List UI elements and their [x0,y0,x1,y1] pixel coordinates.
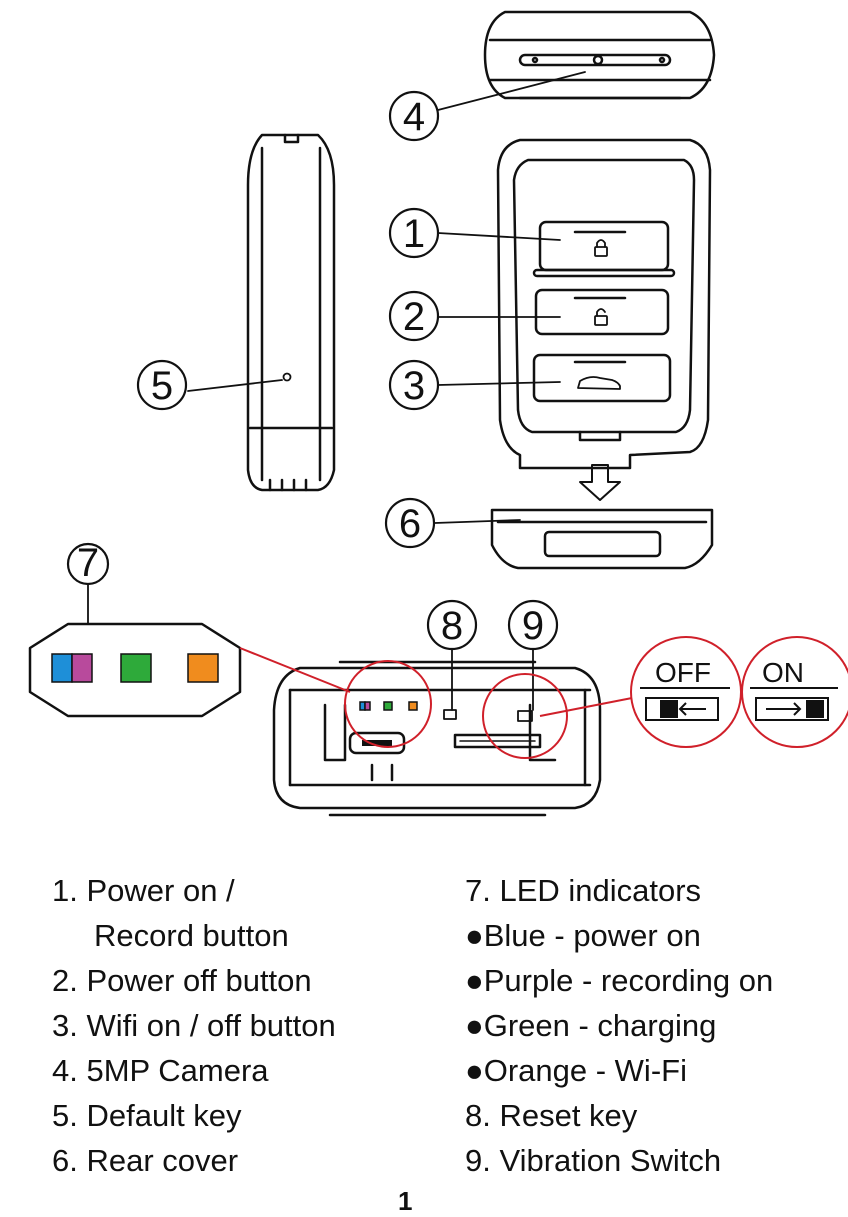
legend-led-blue: ●Blue - power on [465,918,701,953]
led-panel [28,622,242,718]
legend-item-4: 4. 5MP Camera [52,1053,269,1088]
callout-9: 9 [522,604,544,648]
power-on-record-button[interactable] [532,220,676,278]
down-arrow-icon [579,464,621,501]
led-green-small [383,701,393,711]
callout-1-circle [388,207,440,259]
legend-left: 1. Power on / Record button 2. Power off… [52,868,336,1183]
lock-icon [594,239,608,257]
callout-6-circle [384,497,436,549]
off-zoom-circle [630,636,742,748]
callout-3-circle [388,359,440,411]
legend-item-5: 5. Default key [52,1098,242,1133]
on-zoom-circle [741,636,848,748]
led-purple-small [364,701,371,711]
callout-5-circle [136,359,188,411]
legend-led-orange: ●Orange - Wi-Fi [465,1053,687,1088]
callout-7: 7 [77,541,99,585]
arrow-left-icon [678,702,687,716]
switch-on-label: ON [762,657,804,688]
led-orange-big [187,653,219,683]
callout-3: 3 [403,364,425,408]
default-key-hole-icon [282,372,292,382]
led-green-big [120,653,152,683]
legend-item-2: 2. Power off button [52,963,312,998]
callout-6: 6 [399,502,421,546]
switch-on-detail: ON [750,657,838,721]
legend-led-green: ●Green - charging [465,1008,717,1043]
legend-item-7: 7. LED indicators [465,873,702,908]
wifi-button[interactable] [532,353,672,403]
camera-lens-icon [592,54,604,66]
callout-7-circle [66,542,110,586]
top-view-camera [483,10,716,100]
switch-zoom-circle [482,673,568,759]
callout-9-circle [507,599,559,651]
legend-item-8: 8. Reset key [465,1098,638,1133]
bottom-view [272,660,602,817]
callout-2: 2 [403,295,425,339]
vibration-switch[interactable] [517,710,533,722]
legend-led-purple: ●Purple - recording on [465,963,774,998]
callout-8-circle [426,599,478,651]
arrow-right-icon [793,702,802,716]
led-blue-big [51,653,73,683]
side-view [246,133,336,492]
leader-lines [87,71,586,711]
legend-item-1-cont: Record button [94,918,289,953]
led-orange-small [408,701,418,711]
switch-off-label: OFF [655,657,711,688]
callout-1: 1 [403,212,425,256]
switch-off-detail: OFF [640,657,730,721]
callout-4-circle [388,90,440,142]
callout-8: 8 [441,604,463,648]
power-off-button[interactable] [534,288,670,336]
legend-item-3: 3. Wifi on / off button [52,1008,336,1043]
legend-item-6: 6. Rear cover [52,1143,239,1178]
legend-right: 7. LED indicators ●Blue - power on ●Purp… [465,868,773,1183]
legend-item-9: 9. Vibration Switch [465,1143,722,1178]
unlock-icon [594,308,608,326]
car-trunk-icon [577,376,621,390]
callout-2-circle [388,290,440,342]
callout-5: 5 [151,364,173,408]
front-view [496,138,712,501]
rear-cover [490,508,714,570]
led-purple-big [71,653,93,683]
callout-4: 4 [403,95,425,139]
reset-key-hole[interactable] [443,709,457,720]
led-zoom-circle [344,660,432,748]
legend-item-1: 1. Power on / [52,873,235,908]
